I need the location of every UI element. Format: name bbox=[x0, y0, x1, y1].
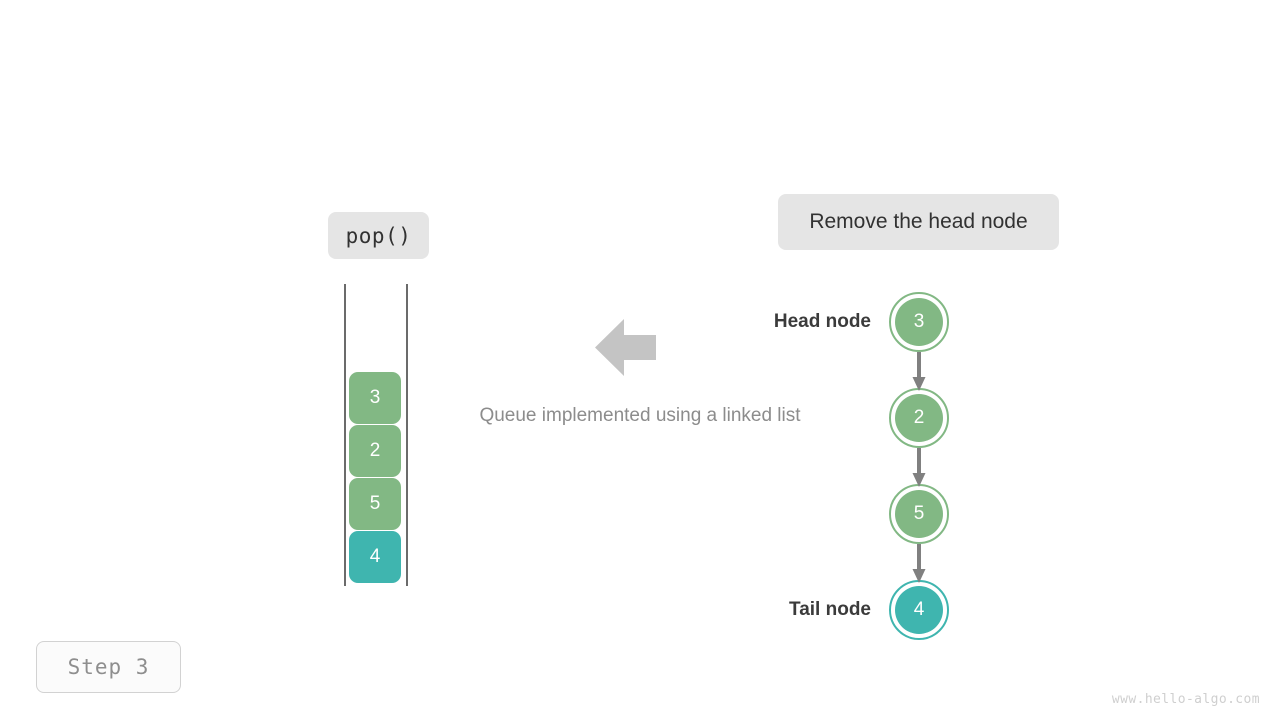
link-arrow-icon bbox=[911, 448, 927, 488]
left-block-arrow bbox=[595, 319, 656, 376]
queue-rail-left bbox=[344, 284, 346, 586]
queue-rail-right bbox=[406, 284, 408, 586]
linked-list-node: 5 bbox=[889, 484, 949, 544]
head-node-label: Head node bbox=[773, 311, 871, 332]
linked-list-node: 2 bbox=[889, 388, 949, 448]
queue-cell-list: 3 2 5 4 bbox=[349, 372, 401, 583]
node-value: 3 bbox=[895, 298, 943, 346]
queue-cell: 4 bbox=[349, 531, 401, 583]
step-badge: Step 3 bbox=[36, 641, 181, 693]
queue-column: 3 2 5 4 bbox=[344, 284, 410, 586]
operation-description-badge: Remove the head node bbox=[778, 194, 1059, 250]
node-value: 4 bbox=[895, 586, 943, 634]
queue-cell: 3 bbox=[349, 372, 401, 424]
link-arrow-icon bbox=[911, 544, 927, 584]
watermark: www.hello-algo.com bbox=[1111, 692, 1260, 707]
link-arrow-icon bbox=[911, 352, 927, 392]
node-value: 2 bbox=[895, 394, 943, 442]
operation-badge-pop: pop() bbox=[328, 212, 429, 259]
linked-list-node-tail: 4 bbox=[889, 580, 949, 640]
node-value: 5 bbox=[895, 490, 943, 538]
queue-cell: 5 bbox=[349, 478, 401, 530]
tail-node-label: Tail node bbox=[789, 599, 871, 620]
linked-list-node-head: 3 bbox=[889, 292, 949, 352]
queue-cell: 2 bbox=[349, 425, 401, 477]
diagram-caption: Queue implemented using a linked list bbox=[479, 405, 801, 426]
